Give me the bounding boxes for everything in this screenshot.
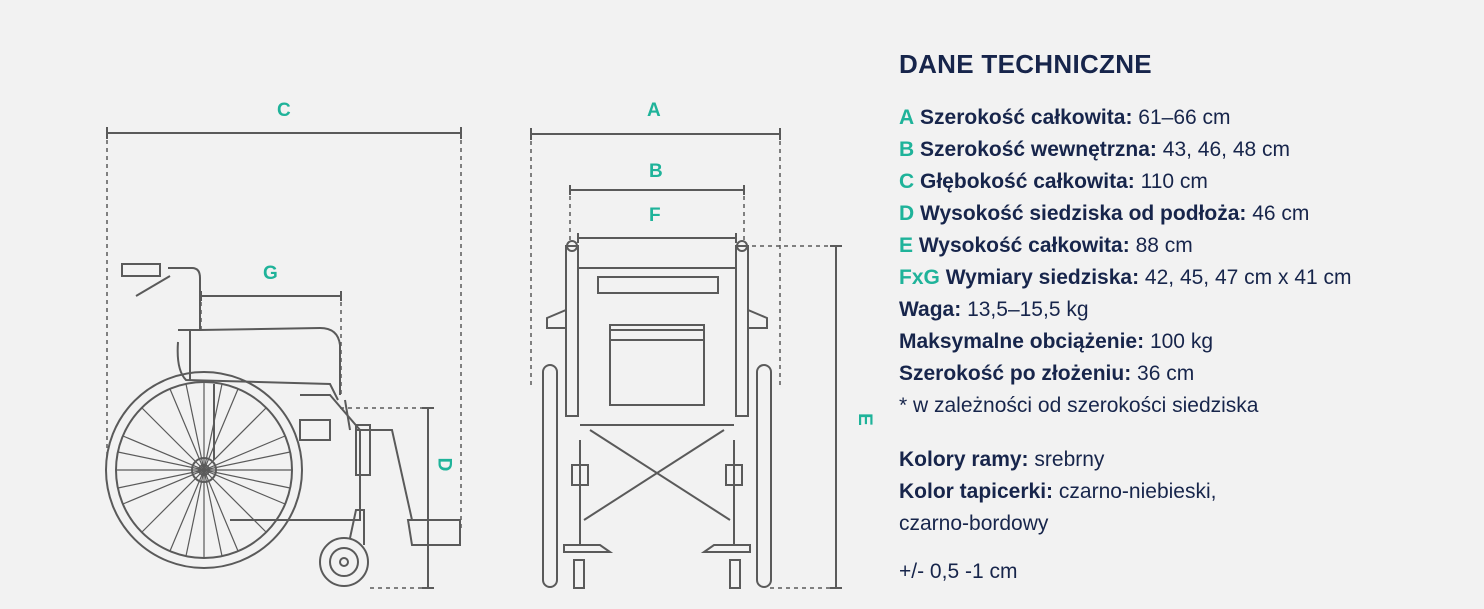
spec-value: 13,5–15,5 kg [967, 298, 1089, 321]
specs-title: DANE TECHNICZNE [899, 49, 1152, 79]
spec-value: 43, 46, 48 cm [1162, 138, 1291, 161]
spec-row: Szerokość po złożeniu: 36 cm [899, 358, 1479, 390]
spec-name: Wysokość siedziska od podłoża: [920, 202, 1247, 225]
dim-label-e: E [853, 413, 875, 426]
right-wheel [756, 364, 772, 588]
front-caster [319, 537, 369, 587]
spec-value: 100 kg [1149, 330, 1214, 353]
dim-label-c: C [277, 100, 291, 121]
spec-value: 36 cm [1137, 362, 1195, 385]
spec-name: Szerokość całkowita: [920, 106, 1133, 129]
spec-key: FxG [899, 266, 940, 289]
upholstery-row: Kolor tapicerki: czarno-niebieski, [899, 476, 1479, 508]
spec-row: B Szerokość wewnętrzna: 43, 46, 48 cm [899, 134, 1479, 166]
spec-value: 46 cm [1252, 202, 1310, 225]
dim-label-b: B [649, 161, 663, 182]
spec-row: Maksymalne obciążenie: 100 kg [899, 326, 1479, 358]
upholstery-row-continued: czarno-bordowy [899, 512, 1049, 535]
upholstery-value: czarno-niebieski, [1058, 480, 1217, 503]
spec-name: Maksymalne obciążenie: [899, 330, 1145, 353]
tolerance-note: +/- 0,5 -1 cm [899, 560, 1018, 583]
spec-name: Szerokość po złożeniu: [899, 362, 1132, 385]
spec-name: Głębokość całkowita: [920, 170, 1135, 193]
spec-row: E Wysokość całkowita: 88 cm [899, 230, 1479, 262]
spec-row: Waga: 13,5–15,5 kg [899, 294, 1479, 326]
frame-colors-name: Kolory ramy: [899, 448, 1029, 471]
dim-label-d: D [433, 457, 455, 472]
spec-name: Szerokość wewnętrzna: [920, 138, 1157, 161]
spec-key: D [899, 202, 915, 225]
technical-specs-panel: DANE TECHNICZNE A Szerokość całkowita: 6… [899, 48, 1479, 588]
rear-wheel [105, 371, 303, 569]
spec-value: 88 cm [1135, 234, 1193, 257]
left-wheel [542, 364, 558, 588]
upholstery-name: Kolor tapicerki: [899, 480, 1054, 503]
spec-name: Waga: [899, 298, 962, 321]
spec-value: 42, 45, 47 cm x 41 cm [1144, 266, 1352, 289]
spec-row: A Szerokość całkowita: 61–66 cm [899, 102, 1479, 134]
spec-value: 110 cm [1140, 170, 1208, 193]
wheelchair-drawing [105, 127, 842, 589]
dim-label-g: G [263, 263, 278, 284]
wheelchair-diagram: C G D A B F E [105, 100, 875, 589]
spec-key: A [899, 106, 915, 129]
specs-footnote: * w zależności od szerokości siedziska [899, 394, 1259, 417]
spec-key: C [899, 170, 915, 193]
spec-key: E [899, 234, 914, 257]
spec-key: B [899, 138, 915, 161]
frame-colors-value: srebrny [1034, 448, 1105, 471]
frame-colors-row: Kolory ramy: srebrny [899, 444, 1479, 476]
spec-row: C Głębokość całkowita: 110 cm [899, 166, 1479, 198]
dim-label-f: F [649, 205, 661, 226]
dim-label-a: A [647, 100, 661, 121]
spec-name: Wysokość całkowita: [918, 234, 1130, 257]
spec-row: D Wysokość siedziska od podłoża: 46 cm [899, 198, 1479, 230]
spec-name: Wymiary siedziska: [945, 266, 1140, 289]
spec-value: 61–66 cm [1138, 106, 1231, 129]
spec-row: FxG Wymiary siedziska: 42, 45, 47 cm x 4… [899, 262, 1479, 294]
